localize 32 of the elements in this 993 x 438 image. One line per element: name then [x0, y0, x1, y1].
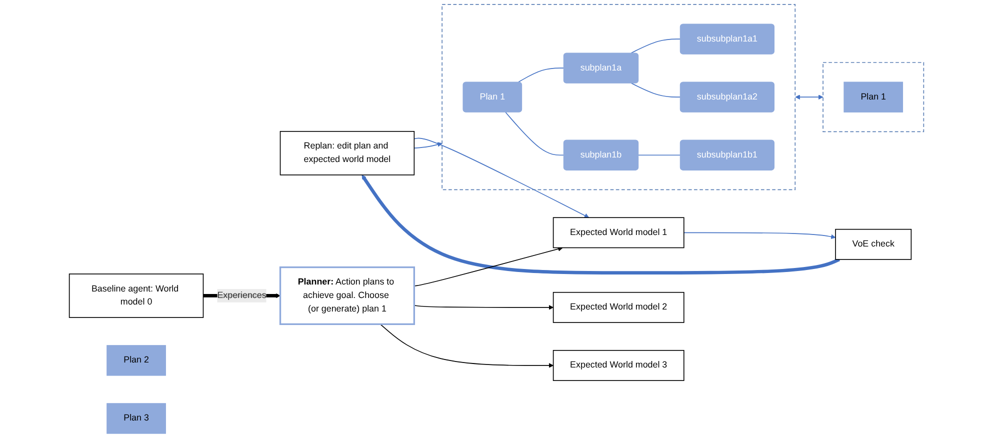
- arrow: [414, 138, 590, 218]
- arrow: [683, 232, 836, 240]
- node-box: Replan: edit plan and expected world model: [280, 130, 415, 176]
- arrow: [414, 304, 554, 310]
- node-box: Plan 2: [106, 345, 166, 376]
- arrow: [414, 246, 563, 286]
- cluster: [822, 62, 924, 132]
- cluster: [442, 4, 796, 190]
- node-box: subsubplan1a2: [680, 82, 774, 112]
- node-box: subplan1b: [563, 140, 639, 170]
- node-box: Planner: Action plans to achieve goal. Choose (or generate) plan 1: [279, 266, 416, 326]
- node-box: subplan1a: [563, 52, 639, 84]
- node-box: Baseline agent: World model 0: [68, 274, 204, 318]
- connector: [518, 68, 564, 82]
- node-box: Expected World model 3: [552, 350, 684, 381]
- arrow: [380, 324, 554, 368]
- connector: [505, 112, 564, 156]
- node-box: Expected World model 2: [552, 292, 684, 323]
- node-box: Plan 3: [106, 403, 166, 434]
- node-box: Plan 1: [462, 82, 522, 112]
- node-box: VoE check: [835, 228, 912, 260]
- connector: [638, 154, 681, 156]
- connector: [630, 82, 681, 98]
- node-box: subsubplan1a1: [680, 24, 774, 54]
- node-box: Plan 1: [844, 82, 904, 112]
- connector: [630, 38, 681, 54]
- arrow: [795, 94, 824, 100]
- node-box: subsubplan1b1: [680, 140, 774, 170]
- arrow: [362, 174, 840, 275]
- edge-label: Experiences: [217, 290, 266, 300]
- node-box: Expected World model 1: [552, 217, 684, 248]
- arrow: [414, 142, 442, 148]
